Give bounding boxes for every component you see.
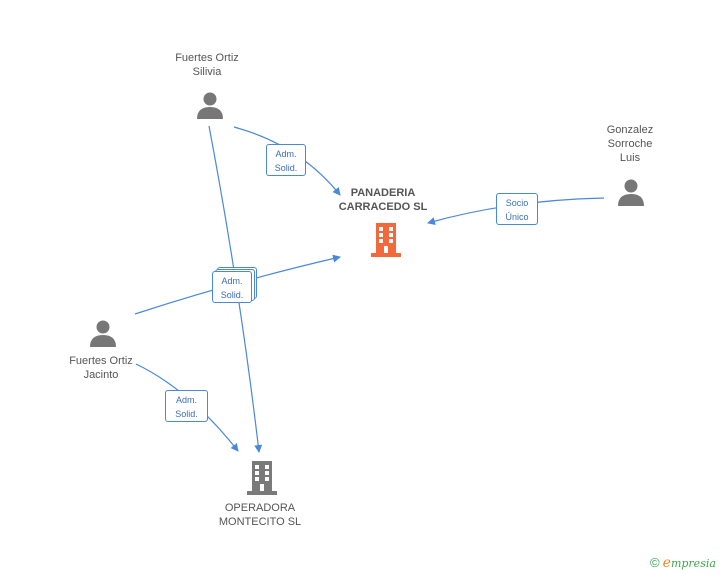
- badge-line1: Socio: [505, 198, 529, 208]
- badge-line2: Único: [505, 212, 529, 222]
- operadora-name-line2: MONTECITO SL: [218, 516, 302, 528]
- node-label-silivia[interactable]: Fuertes Ortiz Silivia: [157, 51, 257, 79]
- gonzalez-name-line1: Gonzalez: [606, 124, 654, 136]
- node-label-jacinto[interactable]: Fuertes Ortiz Jacinto: [51, 354, 151, 382]
- person-icon[interactable]: [195, 90, 225, 120]
- badge-line2: Solid.: [220, 290, 244, 300]
- gonzalez-name-line3: Luis: [619, 152, 641, 164]
- operadora-name-line1: OPERADORA: [224, 502, 296, 514]
- badge-line1: Adm.: [221, 276, 243, 286]
- badge-line2: Solid.: [274, 163, 298, 173]
- person-icon[interactable]: [88, 318, 118, 348]
- node-label-gonzalez[interactable]: Gonzalez Sorroche Luis: [580, 123, 680, 165]
- building-icon-main[interactable]: [370, 222, 402, 258]
- badge-line1: Adm.: [275, 149, 297, 159]
- building-icon[interactable]: [246, 460, 278, 496]
- edge-badge-jacinto-operadora[interactable]: Adm. Solid.: [165, 390, 208, 422]
- jacinto-name-line2: Jacinto: [83, 369, 119, 381]
- panaderia-name-line1: PANADERIA: [350, 187, 416, 199]
- gonzalez-name-line2: Sorroche: [607, 138, 653, 150]
- silivia-name-line1: Fuertes Ortiz: [175, 52, 239, 64]
- person-icon[interactable]: [616, 177, 646, 207]
- brand-e: e: [662, 555, 671, 571]
- panaderia-name-line2: CARRACEDO SL: [338, 201, 428, 213]
- edge-badge-gonzalez-panaderia[interactable]: Socio Único: [496, 193, 538, 225]
- empresia-logo: © empresia: [650, 555, 716, 571]
- edge-badge-stack[interactable]: Adm. Solid.: [212, 267, 257, 303]
- edge-badge-silivia-panaderia[interactable]: Adm. Solid.: [266, 144, 306, 176]
- node-label-operadora[interactable]: OPERADORA MONTECITO SL: [200, 501, 320, 529]
- badge-line2: Solid.: [175, 409, 198, 419]
- edge-badge-stacked-front[interactable]: Adm. Solid.: [212, 271, 252, 303]
- brand-rest: mpresia: [670, 557, 716, 570]
- copyright-symbol: ©: [650, 555, 660, 570]
- silivia-name-line2: Silivia: [192, 66, 222, 78]
- node-label-panaderia[interactable]: PANADERIA CARRACEDO SL: [323, 186, 443, 214]
- badge-line1: Adm.: [175, 395, 197, 405]
- jacinto-name-line1: Fuertes Ortiz: [69, 355, 133, 367]
